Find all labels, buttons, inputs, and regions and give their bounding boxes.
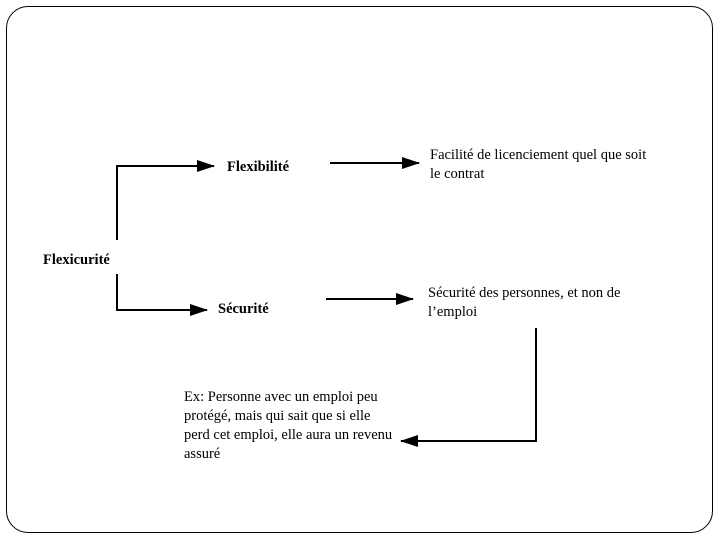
detail-text-securite-personnes: Sécurité des personnes, et non de l’empl…	[428, 285, 621, 320]
detail-text-facilite-licenciement: Facilité de licenciement quel que soit l…	[430, 147, 647, 182]
node-label-securite: Sécurité	[218, 301, 269, 317]
connector-root-to-flexibilite	[116, 160, 215, 240]
node-label-flexicurite: Flexicurité	[43, 252, 110, 268]
connector-securite-personnes-to-exemple	[400, 328, 537, 447]
slide-border-frame	[6, 6, 713, 533]
connector-root-to-securite	[116, 274, 208, 316]
example-text-personne-emploi: Ex: Personne avec un emploi peu protégé,…	[184, 389, 393, 462]
node-label-flexibilite: Flexibilité	[227, 159, 290, 175]
